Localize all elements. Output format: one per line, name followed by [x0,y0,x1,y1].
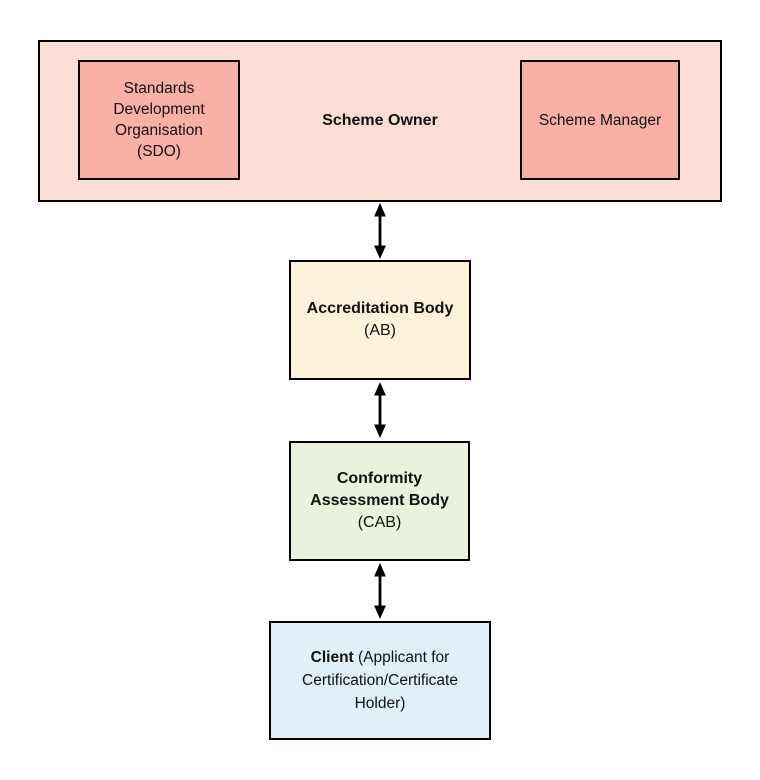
node-scheme-owner: Scheme Owner Standards Development Organ… [38,40,722,202]
node-scheme-manager: Scheme Manager [520,60,680,180]
double-headed-arrow-owner-ab [374,203,386,259]
conformity-assessment-body-title: Conformity Assessment Body [310,470,449,509]
double-headed-arrow-cab-client [374,563,386,619]
node-client: Client (Applicant for Certification/Cert… [269,621,491,740]
node-accreditation-body: Accreditation Body (AB) [289,260,471,380]
client-label-suffix: (Applicant for Certification/Certificate… [302,649,458,712]
accreditation-body-title: Accreditation Body [306,300,454,317]
node-standards-development-organisation: Standards Development Organisation (SDO) [78,60,240,180]
double-headed-arrow-ab-cab [374,382,386,438]
scheme-owner-label: Scheme Owner [322,112,438,129]
scheme-manager-label: Scheme Manager [538,111,662,129]
client-label-bold: Client [310,649,354,666]
conformity-assessment-body-abbr: (CAB) [357,514,402,531]
node-conformity-assessment-body: Conformity Assessment Body (CAB) [289,441,470,561]
sdo-label: Standards Development Organisation (SDO) [113,80,205,160]
accreditation-body-abbr: (AB) [364,322,396,339]
client-label: Client (Applicant for Certification/Cert… [288,646,473,715]
